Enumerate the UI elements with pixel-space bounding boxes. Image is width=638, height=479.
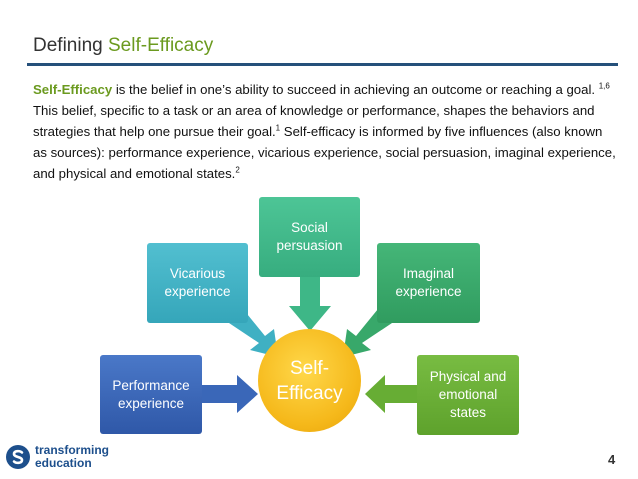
center-self-efficacy: Self- Efficacy bbox=[258, 329, 361, 432]
source-performance-experience: Performance experience bbox=[100, 355, 202, 434]
physical-label-1: Physical and bbox=[429, 369, 507, 384]
social-label-2: persuasion bbox=[276, 238, 343, 253]
logo-s-icon bbox=[6, 445, 30, 469]
social-label-1: Social bbox=[291, 220, 328, 235]
citation-2: 1 bbox=[275, 123, 281, 133]
imaginal-label-2: experience bbox=[395, 284, 462, 299]
page-number: 4 bbox=[608, 452, 616, 467]
page-title: Defining Self-Efficacy bbox=[33, 35, 213, 57]
definition-text-2: This belief, specific to a task or an ar… bbox=[33, 103, 595, 139]
vicarious-label-1: Vicarious bbox=[169, 266, 226, 281]
organization-logo: transforming education bbox=[6, 444, 109, 470]
logo-text-line-1: transforming bbox=[35, 443, 110, 457]
performance-label-2: experience bbox=[117, 395, 185, 411]
vicarious-label-2: experience bbox=[164, 284, 231, 299]
arrow-social bbox=[289, 270, 331, 331]
source-imaginal-experience: Imaginal experience bbox=[377, 243, 480, 323]
title-prefix: Defining bbox=[33, 35, 108, 56]
arrow-physical bbox=[365, 375, 420, 413]
title-accent: Self-Efficacy bbox=[108, 35, 214, 56]
definition-text-1: is the belief in one’s ability to succee… bbox=[112, 82, 599, 97]
source-physical-emotional-states: Physical and emotional states bbox=[417, 355, 519, 435]
citation-1: 1,6 bbox=[598, 81, 610, 91]
definition-term: Self-Efficacy bbox=[33, 82, 113, 97]
title-divider bbox=[27, 63, 618, 66]
logo-text-line-2: education bbox=[35, 456, 92, 470]
imaginal-label-1: Imaginal bbox=[402, 266, 454, 281]
performance-label-1: Performance bbox=[112, 377, 190, 393]
center-label-2: Efficacy bbox=[276, 382, 343, 404]
arrow-performance bbox=[200, 375, 258, 413]
physical-label-3: states bbox=[449, 405, 486, 420]
definition-text-3: Self-efficacy is informed by five influe… bbox=[33, 124, 616, 181]
physical-label-2: emotional bbox=[438, 387, 498, 402]
source-social-persuasion: Social persuasion bbox=[259, 197, 360, 277]
center-label-1: Self- bbox=[289, 357, 330, 379]
citation-3: 2 bbox=[235, 165, 240, 175]
source-vicarious-experience: Vicarious experience bbox=[147, 243, 248, 323]
definition-paragraph: Self-Efficacy is the belief in one’s abi… bbox=[33, 79, 618, 184]
